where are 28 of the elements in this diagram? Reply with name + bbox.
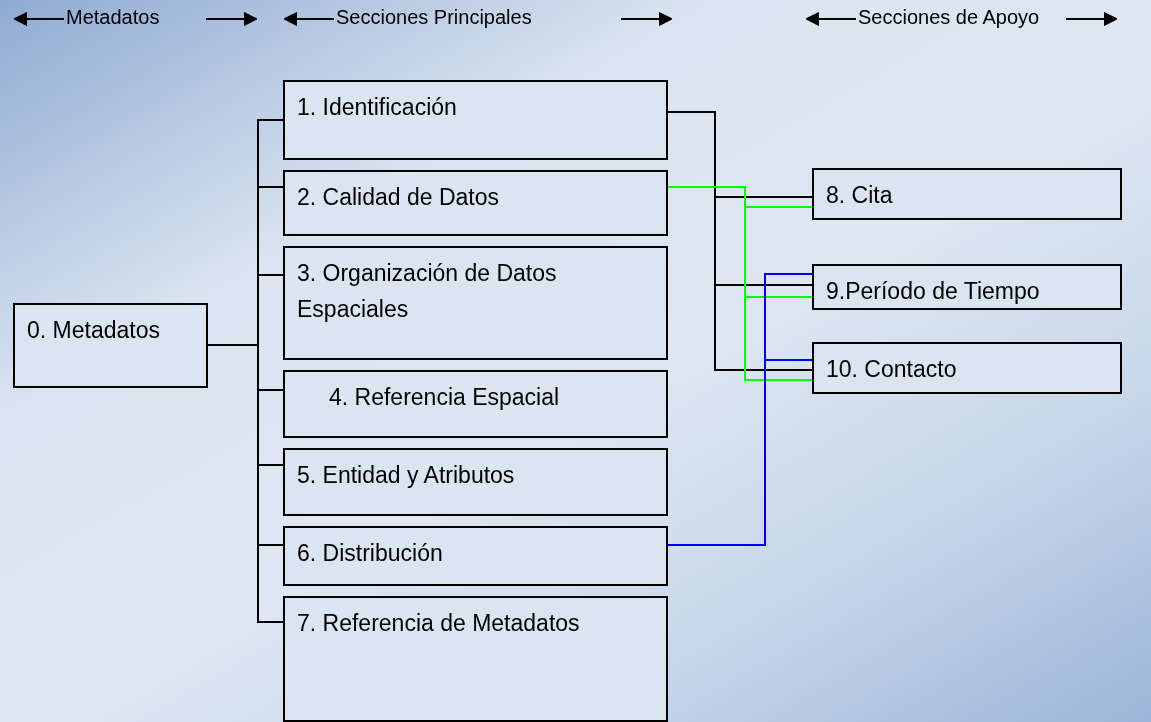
section-box: [283, 370, 668, 438]
section-box: [283, 448, 668, 516]
section-label: 1. Identificación: [297, 93, 458, 122]
section-box: [13, 303, 208, 388]
section-heading: Metadatos: [66, 6, 160, 29]
section-label: 9.Período de Tiempo: [826, 277, 1041, 306]
section-label: 2. Calidad de Datos: [297, 183, 500, 212]
section-label: 6. Distribución: [297, 539, 444, 568]
section-heading: Secciones de Apoyo: [858, 6, 1040, 29]
section-box: [283, 170, 668, 236]
section-box: [812, 168, 1122, 220]
section-label: 0. Metadatos: [27, 316, 161, 345]
section-label: 5. Entidad y Atributos: [297, 461, 516, 490]
section-label: 8. Cita: [826, 181, 894, 210]
section-label: 4. Referencia Espacial: [329, 383, 561, 412]
section-box: [283, 526, 668, 586]
connector-line: [667, 186, 813, 381]
section-box: [283, 80, 668, 160]
connector-line: [207, 344, 284, 623]
section-label: 7. Referencia de Metadatos: [297, 609, 581, 638]
section-label: 3. Organización de Datos Espaciales: [297, 259, 558, 324]
section-box: [812, 264, 1122, 310]
section-box: [283, 596, 668, 722]
section-box: [283, 246, 668, 360]
section-box: [812, 342, 1122, 394]
section-heading: Secciones Principales: [336, 6, 532, 29]
connector-line: [667, 359, 813, 546]
section-label: 10. Contacto: [826, 355, 958, 384]
